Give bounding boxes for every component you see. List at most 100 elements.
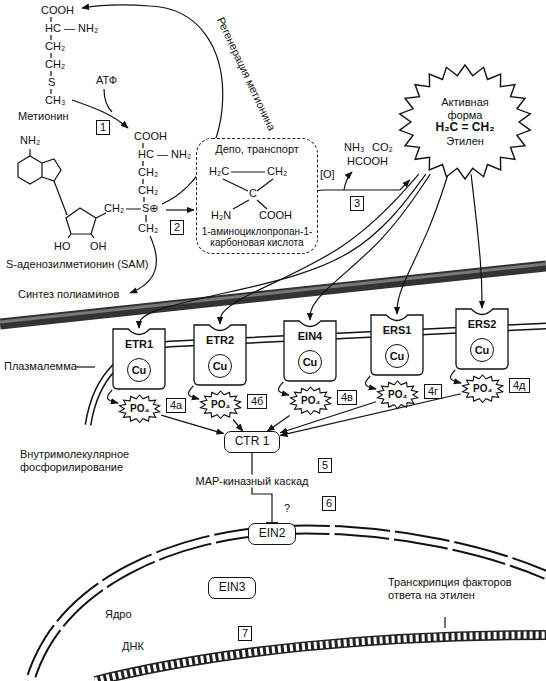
connector-arrow xyxy=(267,416,289,432)
copper-site: Cu xyxy=(208,354,232,378)
callout-number: 6 xyxy=(322,496,336,511)
pathway-label: Синтез полиаминов xyxy=(18,288,119,301)
burst-shape xyxy=(378,381,418,409)
node-label: Cu xyxy=(132,364,147,377)
connector-arrow xyxy=(365,376,376,389)
burst-shape xyxy=(463,375,503,403)
chem-label: OH xyxy=(90,240,107,253)
chem-label: C xyxy=(249,187,257,200)
callout-number: 4а xyxy=(166,398,186,413)
compound-name: Метионин xyxy=(18,110,69,123)
node-label: PO₄ xyxy=(211,399,230,411)
receptor-shape xyxy=(113,329,165,389)
connector-arrow xyxy=(318,180,410,191)
copper-site: Cu xyxy=(298,350,322,374)
chem-label: CO₂ xyxy=(372,141,393,154)
receptor-box: ETR1Cu xyxy=(112,328,166,390)
chem-label: COOH xyxy=(41,4,74,17)
chem-label: HO xyxy=(54,240,71,253)
nuclear-envelope-core xyxy=(30,529,546,681)
chem-label: CH₂ xyxy=(45,40,65,53)
receptor-box: ETR2Cu xyxy=(193,324,247,386)
node-label: H₂C = CH₂ xyxy=(435,121,494,135)
connector-arrow xyxy=(278,382,289,395)
connector-label: MAP-киназный каскад xyxy=(192,474,311,487)
phosphate-burst: PO₄ xyxy=(118,394,161,424)
chem-label: H₂C xyxy=(209,165,229,178)
phosphate-burst: PO₄ xyxy=(376,380,419,410)
chem-label: CH₃ xyxy=(45,94,65,107)
nuclear-pores xyxy=(30,529,546,681)
callout-number: 4в xyxy=(337,390,357,405)
receptor-shape xyxy=(456,309,508,369)
receptor-shape xyxy=(284,321,336,381)
byproduct-arrow xyxy=(344,172,352,190)
process-label: Транскрипция факторов ответа на этилен xyxy=(388,576,518,602)
chem-label: АТФ xyxy=(96,74,117,87)
chem-label: CH₂ xyxy=(138,222,158,235)
callout-number: 3 xyxy=(350,196,364,211)
pathway-label: Регенерация метионина xyxy=(214,15,278,133)
phosphate-burst: PO₄ xyxy=(461,374,504,404)
burst-shape xyxy=(291,387,331,415)
callout-number: 2 xyxy=(170,220,184,235)
node-label: EIN4 xyxy=(298,330,322,343)
chem-label: HC — NH₂ xyxy=(45,22,98,35)
node-label: PO₄ xyxy=(130,403,149,415)
receptor-box: ERS2Cu xyxy=(455,308,509,370)
membrane-label: Плазмалемма xyxy=(4,360,77,373)
depot-box: Депо, транспортH₂CCH₂CH₂NCOOH1-аминоцикл… xyxy=(196,138,318,254)
connector-arrow xyxy=(471,174,482,308)
connector-arrow xyxy=(450,370,461,383)
node-label: Cu xyxy=(303,356,318,369)
copper-site: Cu xyxy=(385,344,409,368)
plasmalemma-leader xyxy=(76,366,95,367)
node-label: ERS2 xyxy=(468,318,497,331)
node-label: EIN3 xyxy=(219,581,246,595)
ctr1-box: CTR 1 xyxy=(224,431,281,453)
node-label: CTR 1 xyxy=(235,435,270,449)
chem-label: NH₂ xyxy=(20,134,40,147)
burst-shape xyxy=(201,391,241,419)
process-label: Внутримолекулярное фосфорилирование xyxy=(20,448,150,474)
connector-arrow xyxy=(233,420,243,432)
node-label: Депо, транспорт xyxy=(215,143,299,156)
copper-site: Cu xyxy=(127,358,151,382)
chem-label: CH₂ xyxy=(45,58,65,71)
dna-strand xyxy=(95,635,546,681)
ein2-box: EIN2 xyxy=(248,523,297,545)
chem-label: S⊕ xyxy=(142,202,159,215)
ring-bonds xyxy=(223,172,273,209)
connector-arrow xyxy=(310,174,430,320)
atp-arrow xyxy=(104,89,112,112)
node-label: ETR2 xyxy=(206,334,234,347)
callout-number: 4д xyxy=(509,378,530,393)
connector-arrow xyxy=(280,394,461,436)
node-label: PO₄ xyxy=(388,389,407,401)
phosphate-burst: PO₄ xyxy=(199,390,242,420)
nucleus-label: Ядро xyxy=(105,608,132,621)
node-label: 1-аминоциклопропан-1-карбоновая кислота xyxy=(201,226,313,249)
chem-label: CH₂ xyxy=(138,184,158,197)
star-shape xyxy=(400,65,531,179)
chem-label: [O] xyxy=(320,168,335,181)
phosphate-burst: PO₄ xyxy=(289,386,332,416)
node-label: EIN2 xyxy=(259,527,286,541)
dna-label: ДНК xyxy=(122,640,144,653)
chem-label: HC — NH₂ xyxy=(138,148,191,161)
connector-arrow xyxy=(252,453,272,523)
callout-number: 4б xyxy=(247,394,267,409)
callout-number: 7 xyxy=(238,626,252,641)
callout-number: 4г xyxy=(424,384,442,399)
node-label: Cu xyxy=(475,344,490,357)
receptor-shape xyxy=(371,315,423,375)
acc-synthesis-arrow xyxy=(166,209,194,210)
node-label: Активная форма xyxy=(426,96,504,121)
compound-name: S-аденозилметионин (SAM) xyxy=(6,258,148,271)
question-mark: ? xyxy=(284,502,290,515)
chem-label: COOH xyxy=(134,130,167,143)
nuclear-envelope xyxy=(30,529,546,681)
chem-label: COOH xyxy=(259,209,292,222)
ribose-ring xyxy=(66,208,106,238)
